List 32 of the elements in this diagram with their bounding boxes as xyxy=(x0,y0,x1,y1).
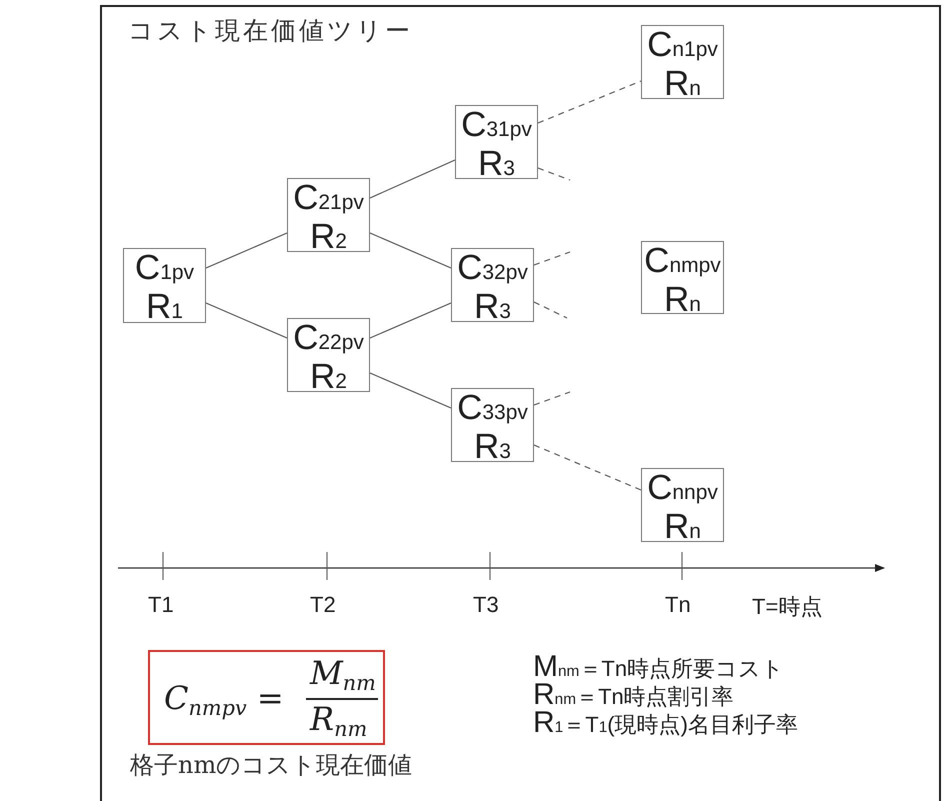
value-box xyxy=(455,105,538,179)
tick-label: T1 xyxy=(148,592,174,618)
value-box xyxy=(451,248,534,322)
dashed-line xyxy=(538,167,570,181)
dashed-line xyxy=(534,302,568,318)
value-box xyxy=(287,178,370,252)
axis-label: T=時点 xyxy=(752,593,822,621)
formula-term: C$_{nmpv}$ = xyxy=(164,679,284,720)
diagram-title: コスト現在価値ツリー xyxy=(128,15,413,47)
dashed-line xyxy=(538,80,642,124)
tick-label: T2 xyxy=(310,592,336,618)
tick-label: Tn xyxy=(665,592,691,618)
value-box xyxy=(641,25,724,99)
dashed-line xyxy=(534,444,642,490)
connector-line xyxy=(370,302,452,338)
value-box xyxy=(123,248,206,323)
formula-box xyxy=(148,650,385,745)
value-box xyxy=(287,318,370,392)
value-box xyxy=(641,241,724,314)
denominator: R$_{nm}$ xyxy=(310,700,368,742)
connector-line xyxy=(370,160,456,198)
dashed-line xyxy=(534,251,570,266)
connector-line xyxy=(206,232,288,268)
connector-line xyxy=(370,372,452,408)
tick-label: T3 xyxy=(473,592,499,618)
numerator: M$_{nm}$ xyxy=(310,654,376,696)
value-box xyxy=(641,468,724,542)
connector-line xyxy=(370,232,452,268)
connector-line xyxy=(206,302,288,338)
formula-caption: 格子nmのコスト現在価値 xyxy=(130,750,412,781)
value-box xyxy=(451,388,534,462)
dashed-line xyxy=(534,391,570,406)
